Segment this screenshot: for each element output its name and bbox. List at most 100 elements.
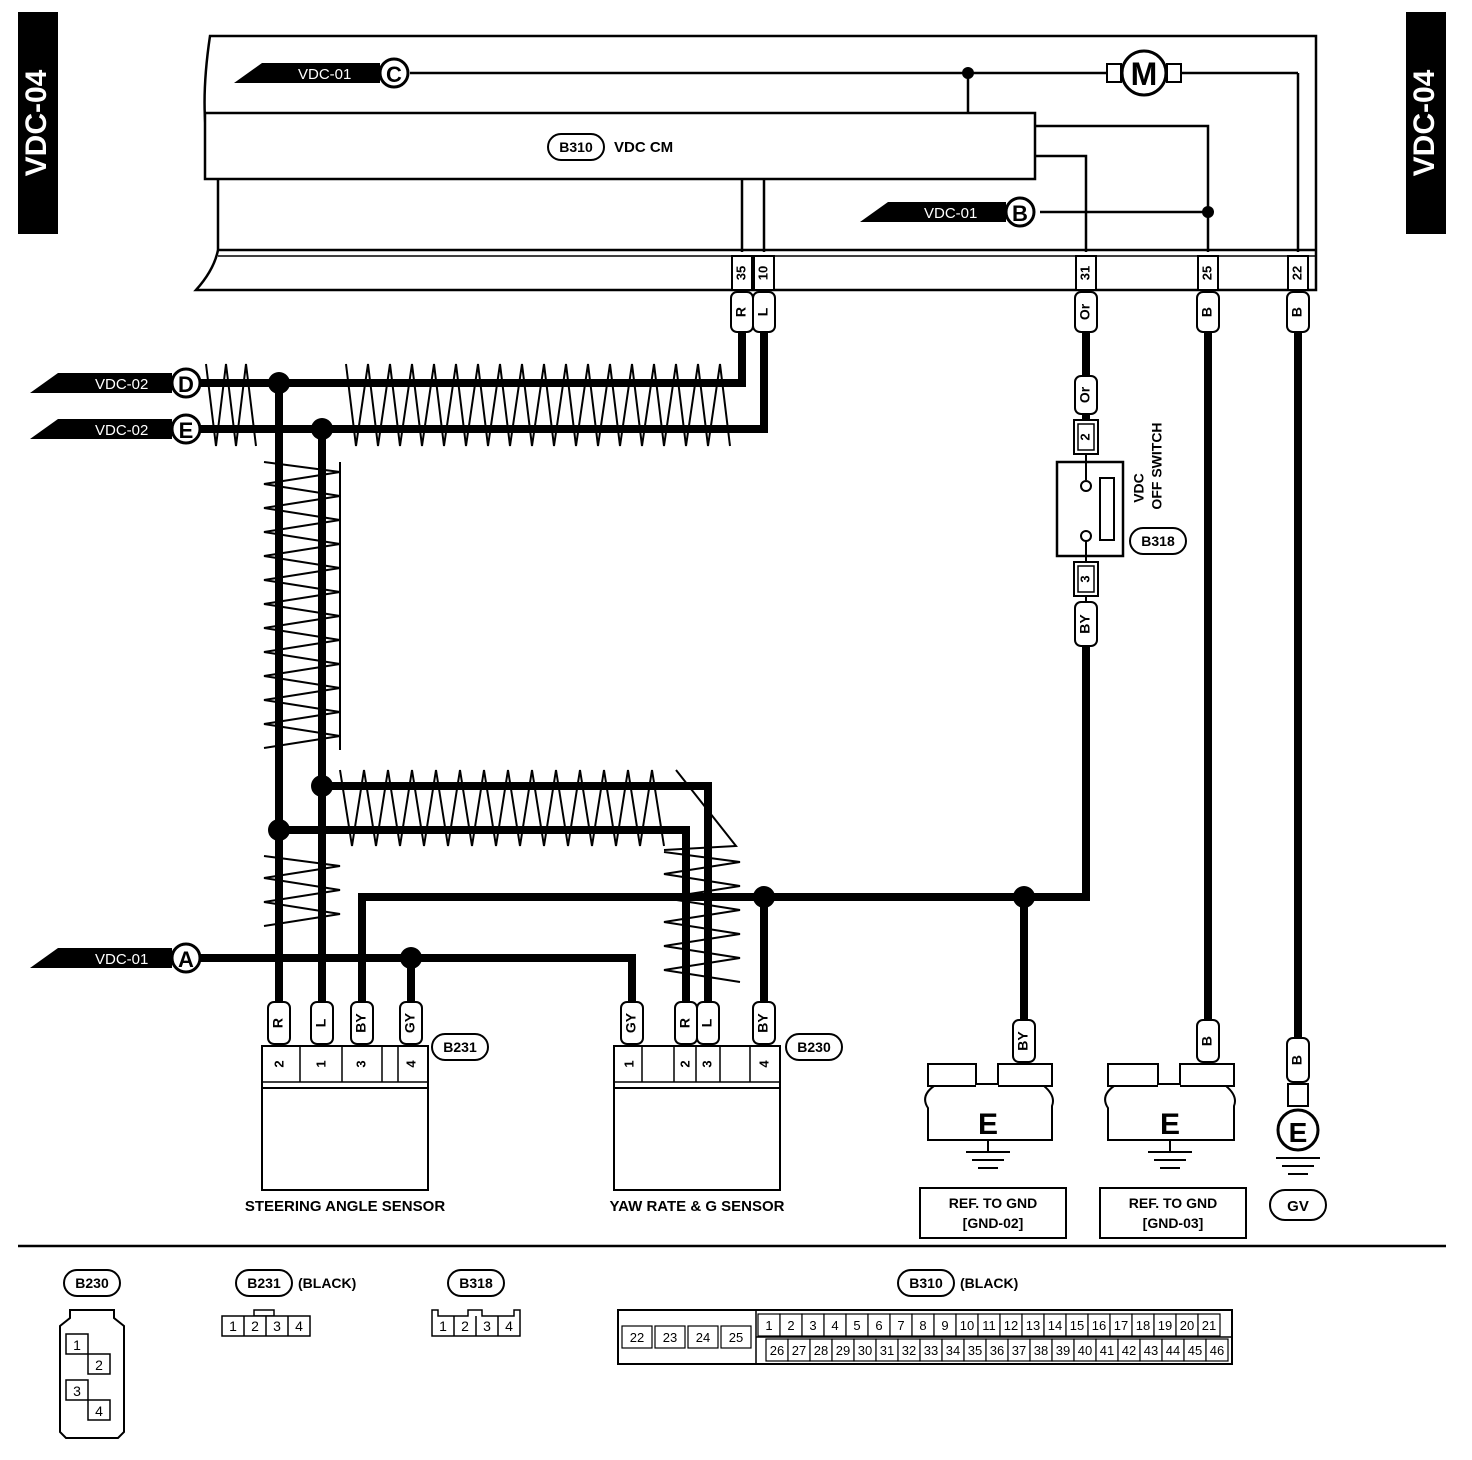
switch-label-line2: OFF SWITCH (1149, 422, 1165, 509)
ground-gnd-02: BY E REF. TO GND [GND-02] (919, 1019, 1067, 1239)
pin-number: 15 (1070, 1318, 1084, 1333)
pin-number: 17 (1114, 1318, 1128, 1333)
svg-text:VDC-02: VDC-02 (95, 376, 148, 393)
pin-number: 35 (968, 1343, 982, 1358)
pin-number: 26 (770, 1343, 784, 1358)
pin-number: 38 (1034, 1343, 1048, 1358)
svg-text:[GND-02]: [GND-02] (963, 1215, 1024, 1231)
pin-number: 11 (982, 1318, 996, 1333)
svg-text:1: 1 (229, 1318, 237, 1334)
pin-number: 32 (902, 1343, 916, 1358)
svg-text:22: 22 (1289, 266, 1304, 280)
connector-view-b318: B318 1 2 3 4 (431, 1269, 521, 1337)
svg-text:A: A (178, 947, 194, 972)
pin-number: 22 (630, 1330, 644, 1345)
page-tab-right: VDC-04 (1406, 12, 1446, 234)
ref-arrow-vdc02-e: VDC-02 E (30, 413, 202, 445)
pin-number: 18 (1136, 1318, 1150, 1333)
svg-text:E: E (978, 1108, 998, 1141)
pin-number: 8 (919, 1318, 926, 1333)
svg-text:B: B (1012, 201, 1028, 226)
svg-text:E: E (1160, 1108, 1180, 1141)
pin-number: 20 (1180, 1318, 1194, 1333)
svg-text:VDC-01: VDC-01 (95, 951, 148, 968)
svg-text:2: 2 (251, 1318, 259, 1334)
svg-text:3: 3 (73, 1383, 81, 1399)
svg-text:GV: GV (1287, 1198, 1309, 1215)
ref-arrow-vdc01-c: VDC-01 C (234, 57, 410, 89)
svg-text:31: 31 (1077, 266, 1092, 280)
pin-number: 3 (809, 1318, 816, 1333)
svg-text:1: 1 (439, 1318, 447, 1334)
ref-arrow-vdc01-a: VDC-01 A (30, 942, 202, 974)
svg-text:E: E (1289, 1117, 1308, 1148)
pin-number: 40 (1078, 1343, 1092, 1358)
pin-number: 37 (1012, 1343, 1026, 1358)
svg-text:VDC-02: VDC-02 (95, 422, 148, 439)
pin-cell (720, 1325, 752, 1349)
svg-text:B: B (1199, 307, 1215, 317)
svg-text:BY: BY (1015, 1031, 1031, 1051)
svg-text:1: 1 (73, 1337, 81, 1353)
svg-text:2: 2 (461, 1318, 469, 1334)
svg-text:35: 35 (733, 266, 748, 280)
svg-text:B: B (1199, 1036, 1215, 1046)
svg-text:E: E (179, 418, 194, 443)
svg-text:2: 2 (1077, 433, 1092, 440)
pin-number: 29 (836, 1343, 850, 1358)
svg-text:GY: GY (402, 1012, 418, 1033)
svg-text:B231: B231 (247, 1275, 281, 1291)
ground-gnd-03: B E REF. TO GND [GND-03] (1099, 1019, 1247, 1239)
yaw-rate-sensor: GY R L BY 1 2 3 4 B230 YAW RATE & G SENS… (609, 1001, 843, 1215)
pin-number: 30 (858, 1343, 872, 1358)
svg-text:VDC-01: VDC-01 (298, 66, 351, 83)
svg-text:(BLACK): (BLACK) (960, 1275, 1018, 1291)
svg-text:BY: BY (755, 1013, 771, 1033)
ecu-pin-cells: 35 10 31 25 22 (731, 255, 1309, 291)
pin-number: 44 (1166, 1343, 1180, 1358)
svg-text:3: 3 (1077, 575, 1092, 582)
svg-text:B310: B310 (909, 1275, 943, 1291)
pin-number: 46 (1210, 1343, 1224, 1358)
pin-number: 21 (1202, 1318, 1216, 1333)
splice-point (962, 67, 974, 79)
svg-text:2: 2 (677, 1060, 692, 1067)
svg-text:Or: Or (1077, 303, 1093, 320)
svg-text:10: 10 (755, 266, 770, 280)
svg-text:3: 3 (483, 1318, 491, 1334)
yaw-sensor-id: B230 (797, 1039, 831, 1055)
svg-text:1: 1 (621, 1060, 636, 1067)
motor-label: M (1131, 56, 1158, 92)
pin-number: 24 (696, 1330, 710, 1345)
pin-number: 10 (960, 1318, 974, 1333)
svg-text:VDC-01: VDC-01 (924, 205, 977, 222)
pin-number: 33 (924, 1343, 938, 1358)
svg-text:4: 4 (505, 1318, 513, 1334)
page-code-right: VDC-04 (1408, 69, 1441, 176)
svg-text:4: 4 (295, 1318, 303, 1334)
svg-text:4: 4 (95, 1403, 103, 1419)
page-code-left: VDC-04 (20, 69, 53, 176)
svg-text:REF. TO GND: REF. TO GND (1129, 1195, 1217, 1211)
splice-points (268, 372, 1035, 969)
pin-number: 28 (814, 1343, 828, 1358)
pin-number: 43 (1144, 1343, 1158, 1358)
svg-text:BY: BY (1077, 614, 1093, 634)
svg-text:B318: B318 (459, 1275, 493, 1291)
svg-text:B: B (1289, 307, 1305, 317)
pin-number: 39 (1056, 1343, 1070, 1358)
svg-text:2: 2 (271, 1060, 286, 1067)
svg-text:25: 25 (1199, 266, 1214, 280)
switch-id: B318 (1141, 533, 1175, 549)
svg-text:R: R (733, 307, 749, 317)
ref-arrow-vdc02-d: VDC-02 D (30, 367, 202, 399)
pin-number: 12 (1004, 1318, 1018, 1333)
pin-number: 45 (1188, 1343, 1202, 1358)
svg-text:(BLACK): (BLACK) (298, 1275, 356, 1291)
pin-number: 9 (941, 1318, 948, 1333)
svg-text:R: R (677, 1018, 693, 1028)
pin-number: 19 (1158, 1318, 1172, 1333)
pin-number: 14 (1048, 1318, 1062, 1333)
harness-wires (200, 330, 1302, 1040)
